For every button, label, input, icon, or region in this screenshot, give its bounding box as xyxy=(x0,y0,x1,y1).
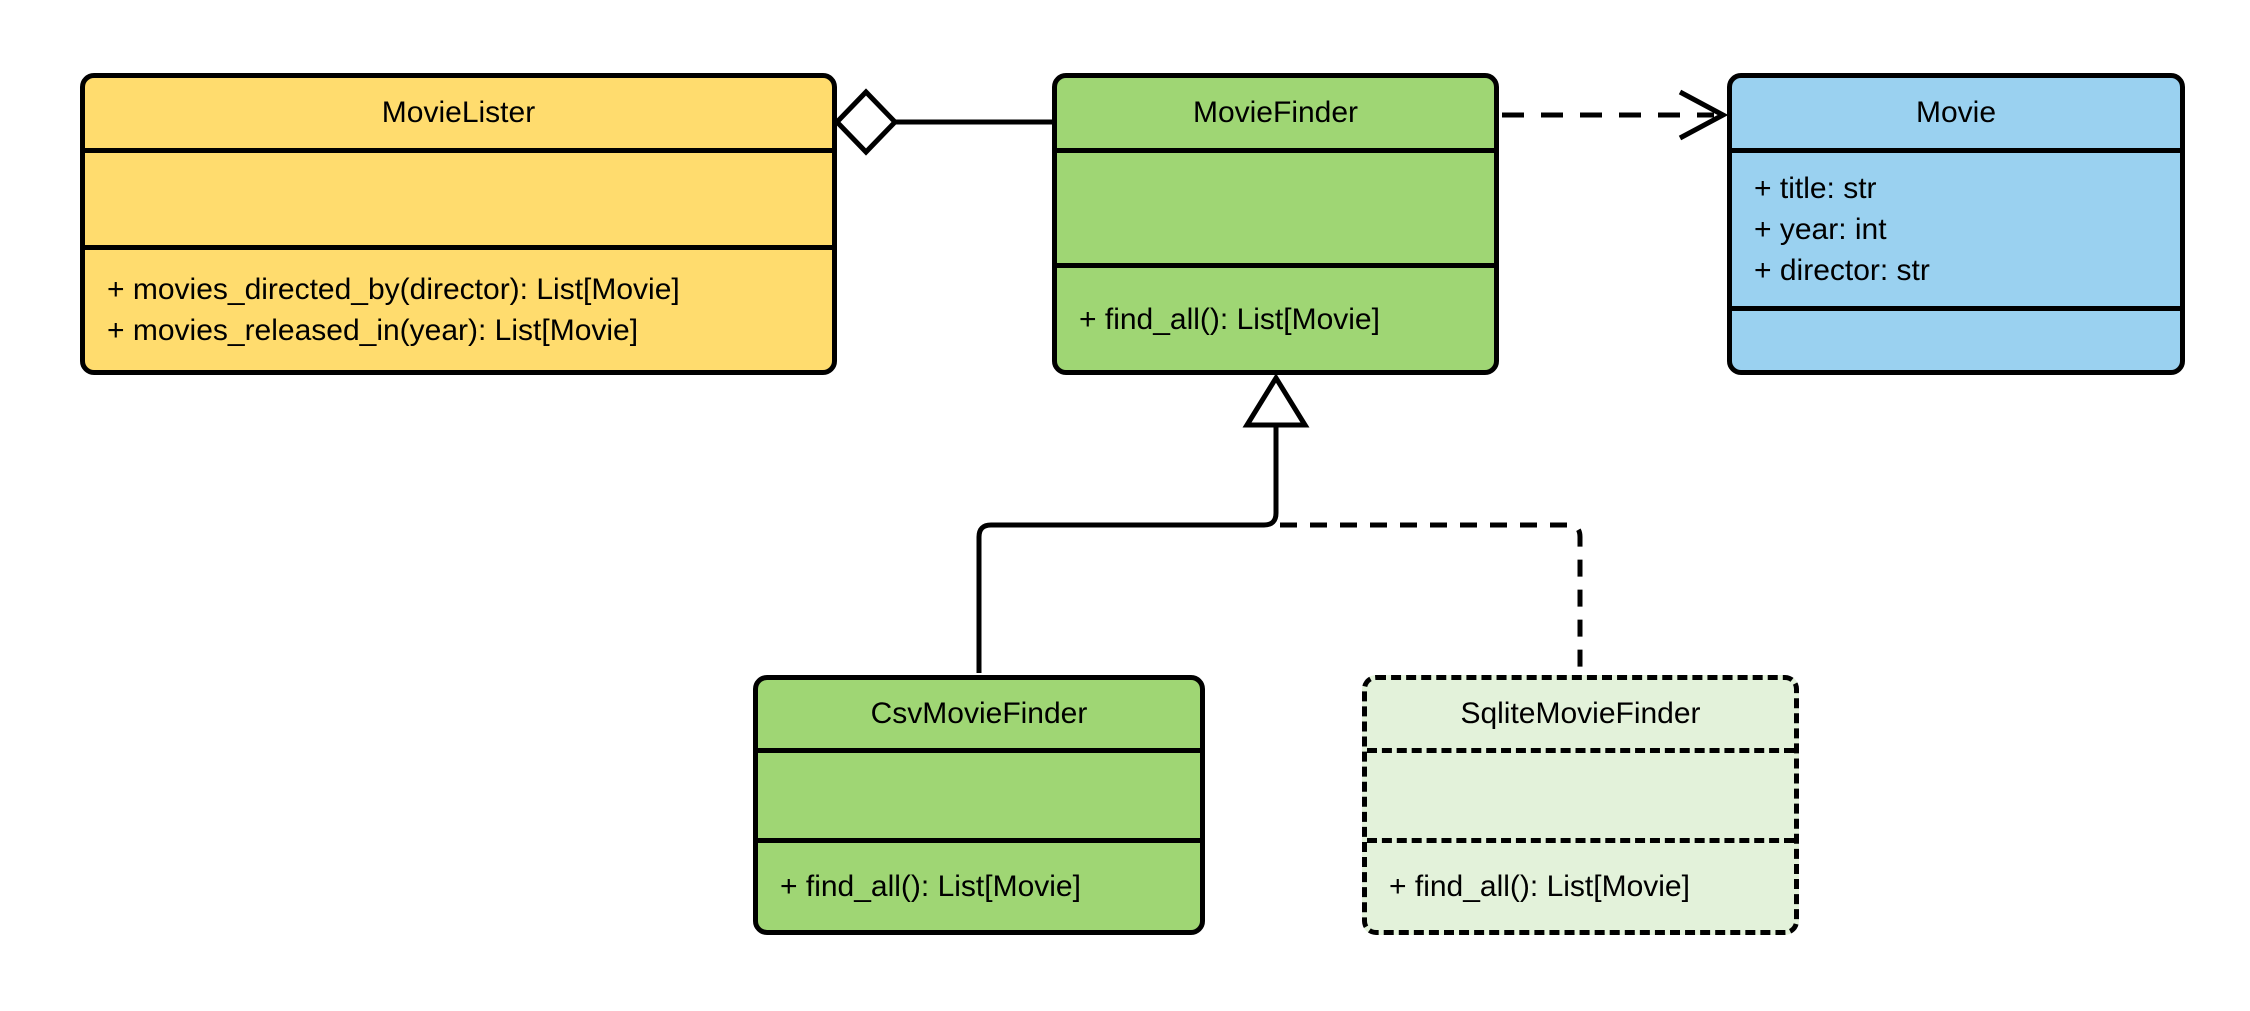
methods-section-sqlitemoviefinder: + find_all(): List[Movie] xyxy=(1367,838,1794,930)
class-name-moviefinder: MovieFinder xyxy=(1192,96,1359,129)
methods-section-movielister: + movies_directed_by(director): List[Mov… xyxy=(85,245,832,370)
hollow-diamond-icon xyxy=(833,88,899,156)
attribute-line: + title: str xyxy=(1754,172,1877,205)
attributes-section-movielister xyxy=(85,148,832,245)
inheritance-solid-line xyxy=(976,424,1279,673)
inheritance-connector-sqlitemoviefinder-moviefinder xyxy=(1280,522,1583,673)
class-name-csvmoviefinder: CsvMovieFinder xyxy=(870,697,1088,730)
methods-section-movie xyxy=(1732,306,2180,370)
method-line: + movies_released_in(year): List[Movie] xyxy=(107,314,639,347)
methods-section-moviefinder: + find_all(): List[Movie] xyxy=(1057,263,1494,370)
class-box-movielister: MovieLister + movies_directed_by(directo… xyxy=(80,73,837,375)
inheritance-dashed-line xyxy=(1280,522,1583,673)
inheritance-connector-csvmoviefinder-moviefinder xyxy=(976,373,1310,673)
methods-section-csvmoviefinder: + find_all(): List[Movie] xyxy=(758,838,1200,930)
open-arrowhead-icon xyxy=(1678,89,1729,141)
class-name-sqlitemoviefinder: SqliteMovieFinder xyxy=(1460,697,1701,730)
class-box-csvmoviefinder: CsvMovieFinder + find_all(): List[Movie] xyxy=(753,675,1205,935)
method-line: + find_all(): List[Movie] xyxy=(1079,302,1380,336)
attributes-section-csvmoviefinder xyxy=(758,748,1200,838)
class-name-movie: Movie xyxy=(1915,96,1997,129)
attributes-section-sqlitemoviefinder xyxy=(1367,748,1794,838)
dependency-connector-moviefinder-movie xyxy=(1502,89,1729,141)
method-line: + movies_directed_by(director): List[Mov… xyxy=(107,273,680,306)
attributes-section-moviefinder xyxy=(1057,148,1494,263)
class-name-movielister: MovieLister xyxy=(381,96,536,129)
method-line: + find_all(): List[Movie] xyxy=(780,870,1081,903)
class-box-moviefinder: MovieFinder + find_all(): List[Movie] xyxy=(1052,73,1499,375)
hollow-triangle-icon xyxy=(1242,373,1310,428)
aggregation-connector-movielister-moviefinder xyxy=(833,88,1056,156)
class-box-sqlitemoviefinder: SqliteMovieFinder + find_all(): List[Mov… xyxy=(1362,675,1799,935)
method-line: + find_all(): List[Movie] xyxy=(1389,870,1690,903)
attributes-section-movie: + title: str + year: int + director: str xyxy=(1732,148,2180,306)
class-box-movie: Movie + title: str + year: int + directo… xyxy=(1727,73,2185,375)
attribute-line: + director: str xyxy=(1754,254,1930,287)
attribute-line: + year: int xyxy=(1754,213,1887,246)
